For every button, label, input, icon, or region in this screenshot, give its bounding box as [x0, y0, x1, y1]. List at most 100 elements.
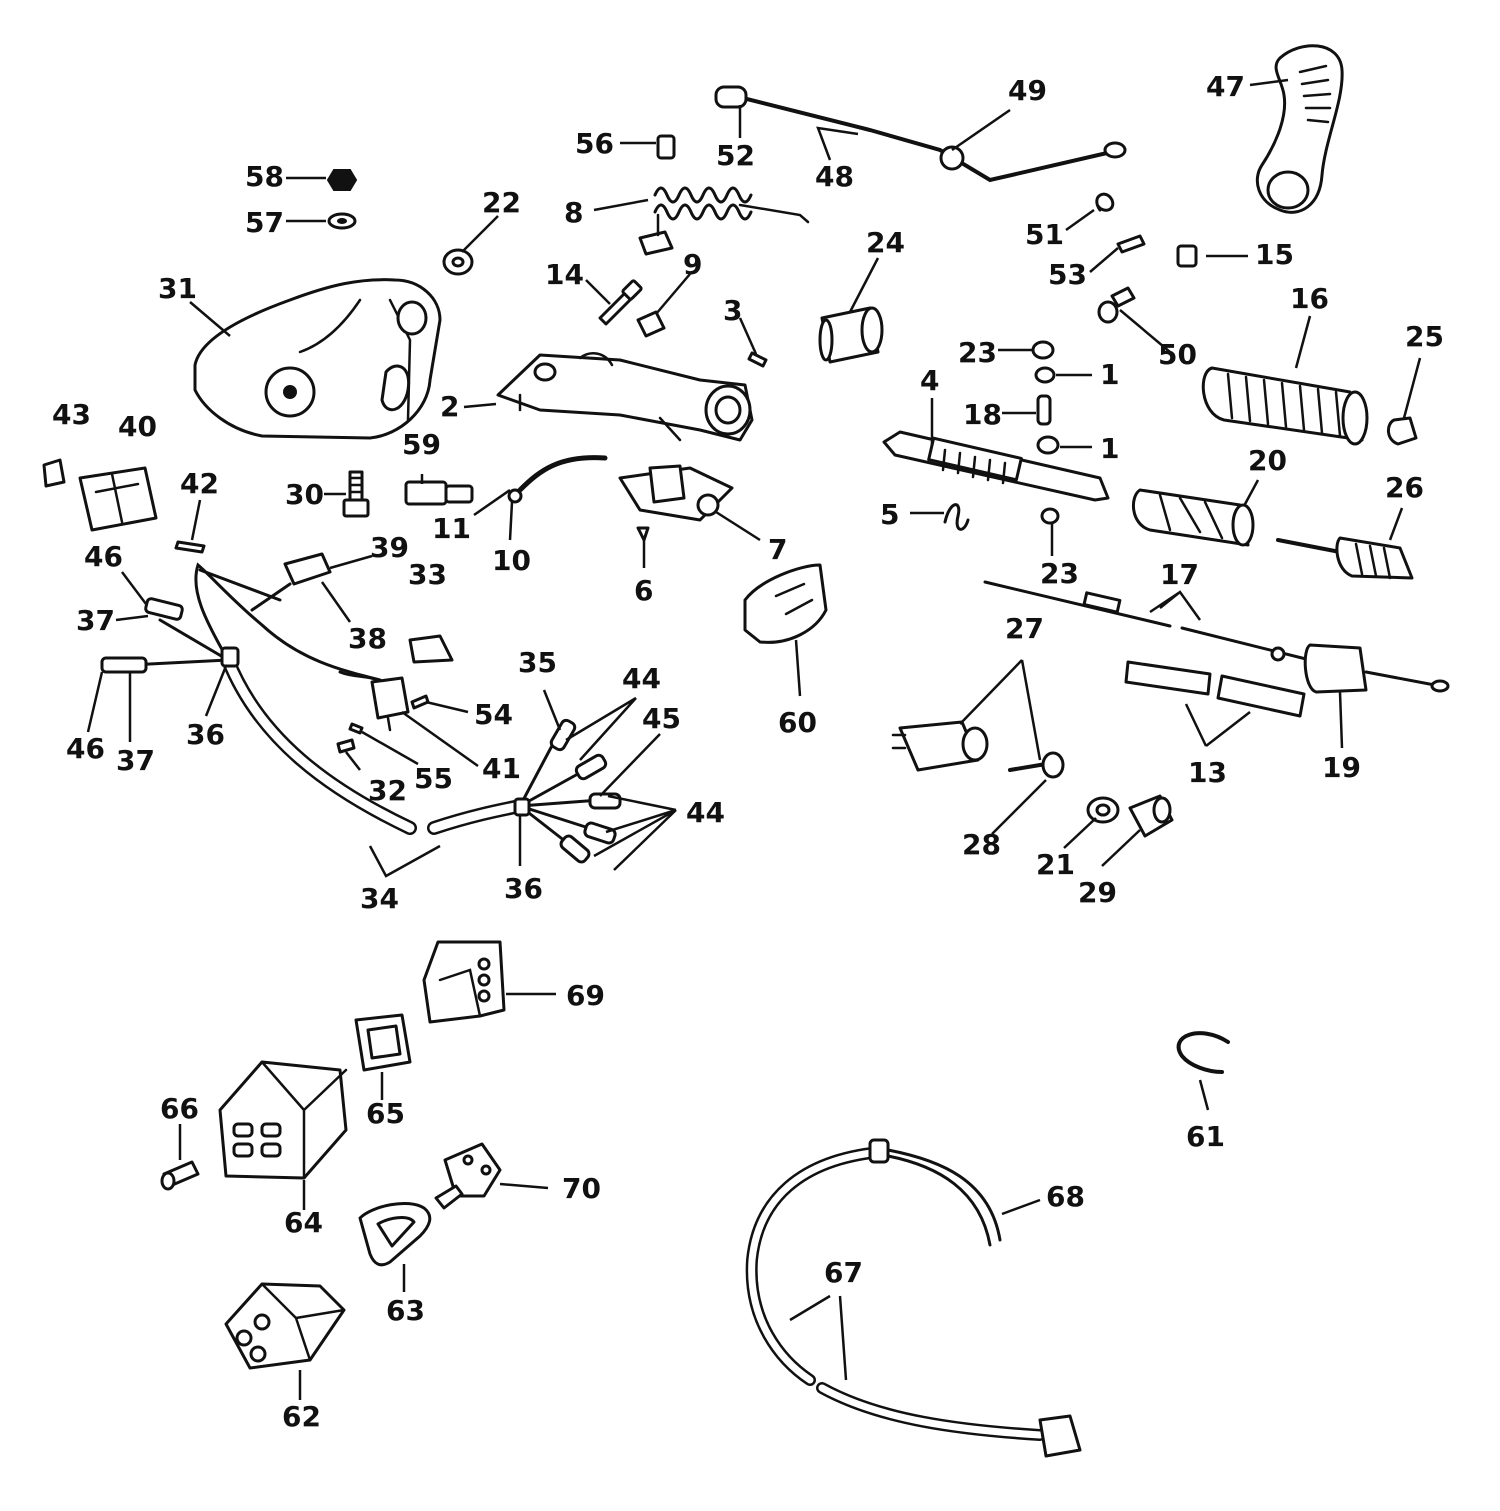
callout-61: 61 — [1186, 1120, 1225, 1153]
callout-10: 10 — [492, 544, 531, 577]
part-53-pin — [1116, 234, 1146, 254]
callout-64: 64 — [284, 1206, 323, 1239]
part-29-knurled-nut — [1128, 794, 1174, 838]
callout-68: 68 — [1046, 1180, 1085, 1213]
callout-65: 65 — [366, 1097, 405, 1130]
callout-52: 52 — [716, 139, 755, 172]
part-33-plate — [408, 634, 454, 664]
part-4-throttle-shaft — [882, 430, 1110, 502]
part-50-screw — [1097, 286, 1136, 324]
part-55-pin — [348, 722, 364, 735]
part-32-screw — [336, 738, 356, 754]
part-7-stop-switch — [618, 464, 734, 522]
callout-7: 7 — [768, 533, 787, 566]
part-42-terminal — [174, 540, 206, 554]
callout-21: 21 — [1036, 848, 1075, 881]
part-8-coil-spring — [638, 186, 810, 256]
callout-54: 54 — [474, 698, 513, 731]
callout-37-upper: 37 — [76, 604, 115, 637]
part-70-grommet — [434, 1142, 502, 1210]
callout-19: 19 — [1322, 751, 1361, 784]
callout-60: 60 — [778, 706, 817, 739]
callout-28: 28 — [962, 828, 1001, 861]
part-20-gear-cam — [1131, 488, 1255, 547]
part-13-tubes — [1124, 660, 1306, 718]
callout-35: 35 — [518, 646, 557, 679]
callout-66: 66 — [160, 1092, 199, 1125]
callout-67: 67 — [824, 1256, 863, 1289]
callout-1-lower: 1 — [1100, 432, 1119, 465]
callout-43: 43 — [52, 398, 91, 431]
part-51-clip — [1095, 192, 1115, 212]
callout-2: 2 — [440, 390, 459, 423]
callout-8: 8 — [564, 196, 583, 229]
callout-18: 18 — [963, 398, 1002, 431]
callout-29: 29 — [1078, 876, 1117, 909]
part-2-tiller-arm — [496, 352, 754, 442]
part-40-connector — [78, 466, 158, 532]
part-1-washer-lower — [1036, 435, 1060, 455]
callout-51: 51 — [1025, 218, 1064, 251]
callout-1-upper: 1 — [1100, 358, 1119, 391]
callout-13: 13 — [1188, 756, 1227, 789]
callout-41: 41 — [482, 752, 521, 785]
part-22-grommet — [442, 248, 474, 276]
callout-27: 27 — [1005, 612, 1044, 645]
callout-47: 47 — [1206, 70, 1245, 103]
callout-3: 3 — [723, 294, 742, 327]
callout-40: 40 — [118, 410, 157, 443]
callout-33: 33 — [408, 558, 447, 591]
callout-14: 14 — [545, 258, 584, 291]
part-23-bushing-lower — [1040, 507, 1060, 525]
part-6-screw — [636, 526, 650, 542]
part-31-upper-cover — [193, 278, 442, 440]
part-38-connector — [250, 552, 332, 612]
part-36-harness-upper — [128, 562, 382, 682]
callout-36-upper: 36 — [186, 718, 225, 751]
part-14-bolt — [598, 279, 643, 326]
callout-32: 32 — [368, 774, 407, 807]
part-69-boot — [422, 940, 506, 1024]
callout-22: 22 — [482, 186, 521, 219]
part-26-friction-knob — [1276, 536, 1414, 580]
part-57-washer — [327, 212, 357, 230]
part-61-clamp — [1176, 1031, 1230, 1074]
part-64-connector — [218, 1060, 348, 1180]
callout-58: 58 — [245, 160, 284, 193]
part-25-cap — [1387, 416, 1418, 446]
callout-23-lower: 23 — [1040, 557, 1079, 590]
part-66-pin — [160, 1160, 200, 1191]
callout-38: 38 — [348, 622, 387, 655]
callout-53: 53 — [1048, 258, 1087, 291]
part-56-clip — [656, 134, 676, 160]
callout-45: 45 — [642, 702, 681, 735]
callout-34: 34 — [360, 882, 399, 915]
part-68-leads — [886, 1148, 1002, 1247]
part-17-throttle-cable — [983, 580, 1312, 662]
part-41-neutral-switch — [338, 670, 410, 732]
part-67-extension-cable — [745, 1138, 1082, 1458]
part-60-cover — [743, 563, 828, 644]
callout-49: 49 — [1008, 74, 1047, 107]
callout-17: 17 — [1160, 558, 1199, 591]
callout-36-lower: 36 — [504, 872, 543, 905]
callout-15: 15 — [1255, 238, 1294, 271]
part-19-cable-anchor — [1303, 643, 1450, 694]
part-10-ground-lead — [507, 455, 608, 504]
callout-labels: 47 49 56 52 48 58 57 22 8 24 51 53 15 31… — [52, 70, 1444, 1433]
callout-63: 63 — [386, 1294, 425, 1327]
callout-57: 57 — [245, 206, 284, 239]
part-28-key — [1008, 751, 1065, 779]
callout-56: 56 — [575, 127, 614, 160]
callout-42: 42 — [180, 467, 219, 500]
part-54-screw — [410, 694, 430, 710]
part-27-ignition-switch — [891, 720, 989, 772]
part-3-pin — [747, 351, 768, 368]
callout-70: 70 — [562, 1172, 601, 1205]
callout-26: 26 — [1385, 471, 1424, 504]
part-58-nut — [326, 169, 358, 191]
callout-16: 16 — [1290, 282, 1329, 315]
callout-24: 24 — [866, 226, 905, 259]
